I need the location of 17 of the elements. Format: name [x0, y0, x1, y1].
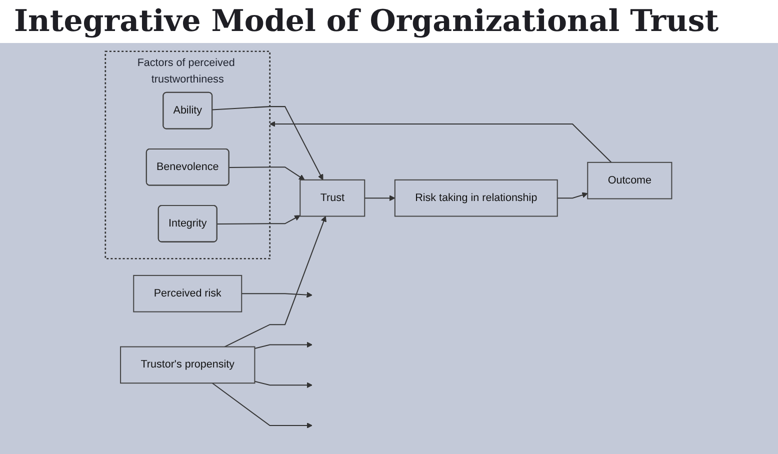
diagram-title: Integrative Model of Organizational Trust — [0, 0, 778, 43]
arrow — [255, 380, 313, 388]
arrow — [230, 166, 306, 180]
arrow — [242, 291, 313, 298]
node-box: Outcome — [588, 161, 673, 199]
arrow — [255, 341, 313, 348]
node-box: Perceived risk — [134, 274, 243, 312]
arrow — [558, 192, 588, 198]
arrow — [270, 120, 612, 162]
arrow — [218, 214, 301, 224]
node-box: Risk taking in relationship — [394, 178, 558, 216]
arrow — [224, 215, 327, 347]
node-box: Trustor's propensity — [120, 346, 256, 384]
arrow — [212, 106, 324, 180]
node-box: Trust — [300, 178, 366, 216]
arrow — [365, 194, 396, 201]
arrow — [212, 382, 313, 428]
